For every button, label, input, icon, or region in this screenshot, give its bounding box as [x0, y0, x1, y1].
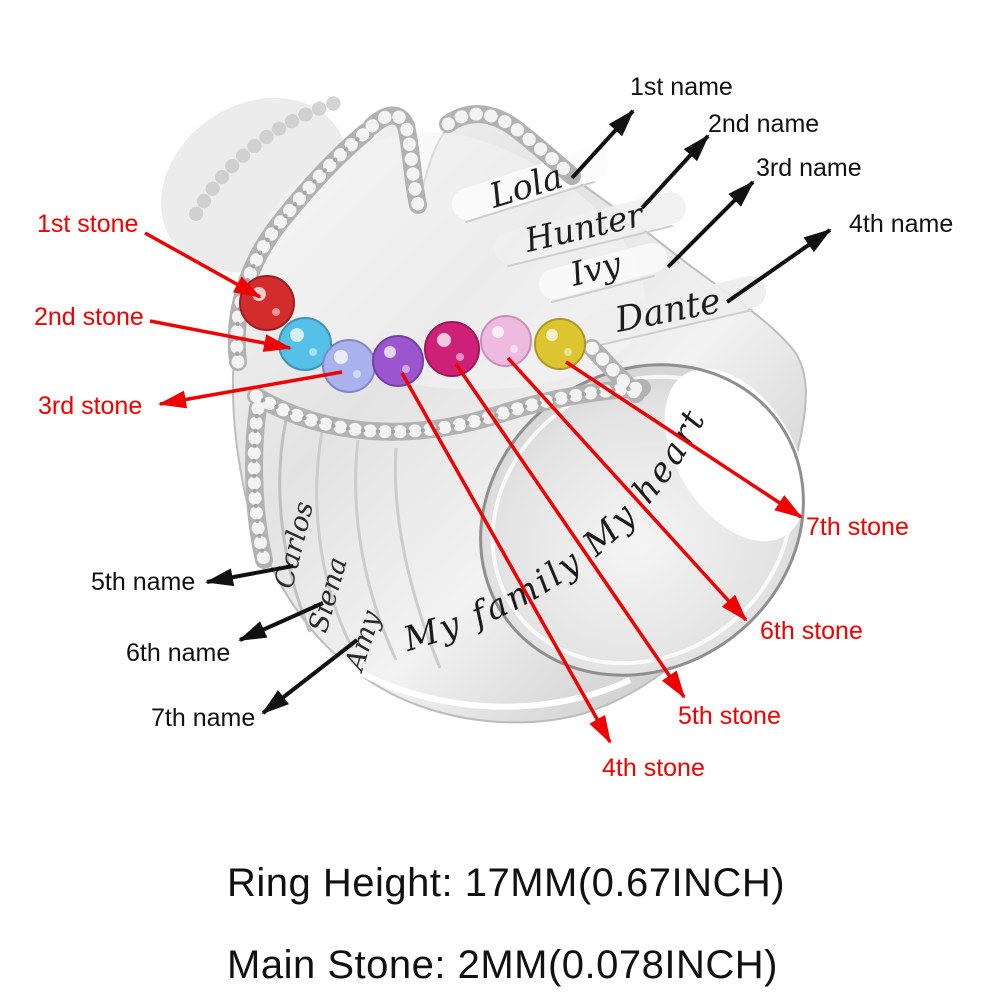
label-3rd-stone: 3rd stone [38, 392, 143, 420]
label-2nd-name: 2nd name [708, 110, 820, 138]
label-1st-name: 1st name [630, 73, 733, 101]
arrow-7th-stone [565, 360, 803, 519]
arrow-3rd-name [666, 180, 755, 269]
arrow-4th-name [725, 228, 832, 304]
label-7th-stone: 7th stone [806, 513, 909, 541]
label-7th-name: 7th name [151, 704, 256, 732]
label-6th-stone: 6th stone [760, 617, 863, 645]
heart-pave-border [227, 105, 651, 569]
label-6th-name: 6th name [126, 639, 231, 667]
name-arrows [205, 109, 832, 715]
arrow-2nd-stone [149, 319, 292, 352]
label-5th-name: 5th name [91, 568, 196, 596]
arrow-2nd-name [640, 134, 710, 210]
main-stone-spec: Main Stone: 2MM(0.078INCH) [227, 943, 778, 987]
label-2nd-stone: 2nd stone [34, 303, 144, 331]
label-4th-stone: 4th stone [602, 754, 705, 782]
arrow-5th-stone [454, 363, 686, 699]
label-5th-stone: 5th stone [678, 702, 781, 730]
arrow-1st-stone [144, 231, 262, 299]
arrow-6th-stone [506, 356, 748, 622]
arrow-3rd-stone [158, 370, 343, 409]
band-grooves [278, 419, 632, 710]
stone-5 [424, 321, 480, 377]
arrow-7th-name [261, 638, 359, 715]
arrow-1st-name [570, 109, 635, 180]
label-1st-stone: 1st stone [37, 210, 139, 238]
name-ribbons [452, 148, 766, 347]
arrow-5th-name [205, 564, 294, 587]
stone-arrows [144, 231, 803, 744]
label-3rd-name: 3rd name [756, 154, 862, 182]
ring-height-spec: Ring Height: 17MM(0.67INCH) [227, 861, 786, 905]
label-4th-name: 4th name [849, 210, 954, 238]
arrow-6th-name [238, 601, 324, 642]
arrow-4th-stone [400, 372, 612, 744]
